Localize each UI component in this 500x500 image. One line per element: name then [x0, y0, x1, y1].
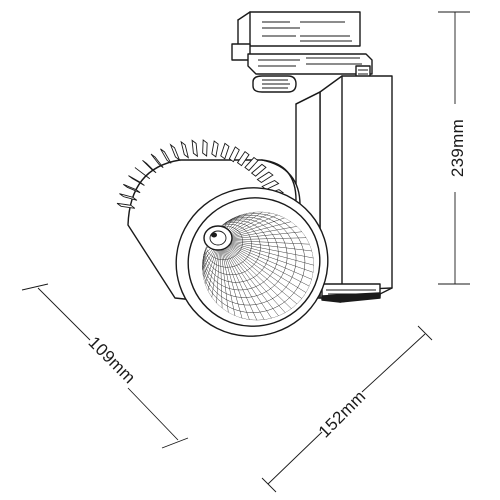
dimension-height: 239mm	[438, 11, 470, 285]
depth-label: 109mm	[85, 333, 140, 388]
track-adapter	[231, 11, 373, 93]
width-label: 152mm	[315, 387, 370, 442]
dimension-width: 152mm	[261, 325, 433, 493]
height-label: 239mm	[448, 119, 467, 177]
dimension-depth: 109mm	[21, 283, 189, 449]
lamp-head	[116, 139, 329, 337]
